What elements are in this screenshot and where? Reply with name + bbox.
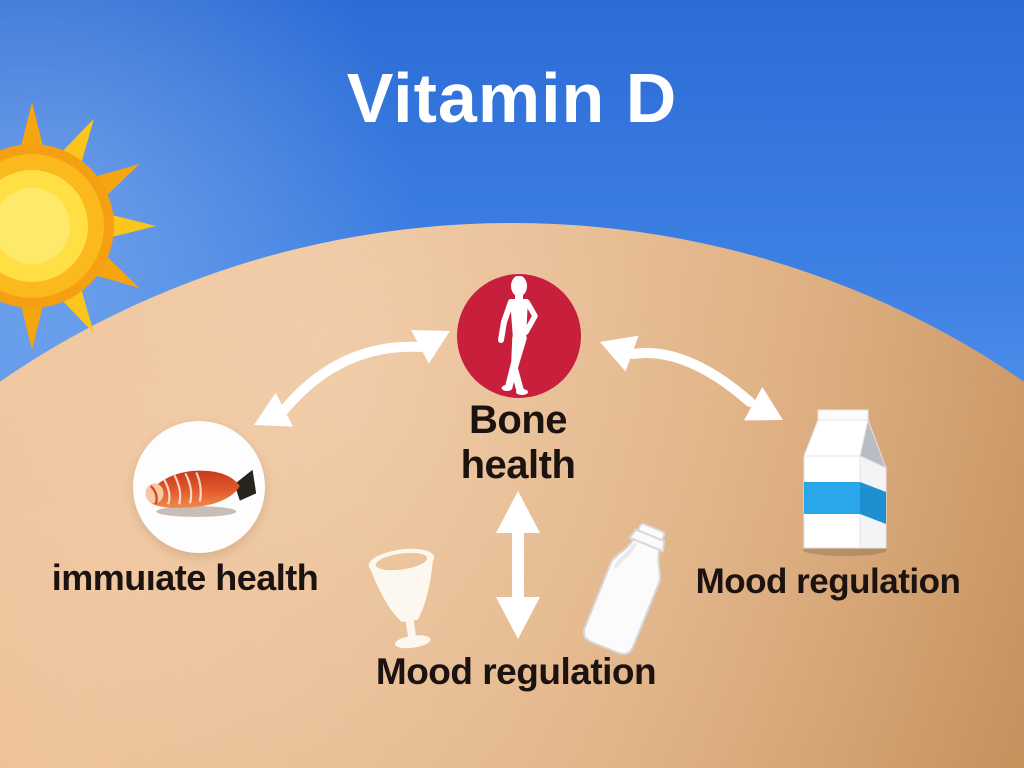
salmon-badge — [133, 421, 265, 553]
vertical-double-arrow-icon — [496, 491, 540, 639]
mood-regulation-bottom-label: Mood regulation — [375, 651, 657, 692]
curved-double-arrow-icon — [600, 335, 783, 421]
immune-health-label: immuıate health — [51, 557, 319, 598]
vitamin-d-node — [457, 274, 581, 398]
milk-carton-icon — [803, 409, 887, 556]
bone-health-line1: Bone — [469, 398, 568, 442]
person-icon — [498, 276, 538, 395]
milk-bottle-icon — [582, 522, 666, 656]
mood-regulation-right-label: Mood regulation — [695, 562, 961, 601]
bone-health-label: Bone health — [388, 398, 648, 488]
page-title: Vitamin D — [346, 59, 678, 137]
bone-health-line2: health — [460, 442, 576, 487]
curved-double-arrow-icon — [254, 330, 450, 427]
glass-icon — [368, 548, 435, 649]
salmon-icon — [145, 469, 257, 517]
sun-icon — [0, 102, 156, 350]
